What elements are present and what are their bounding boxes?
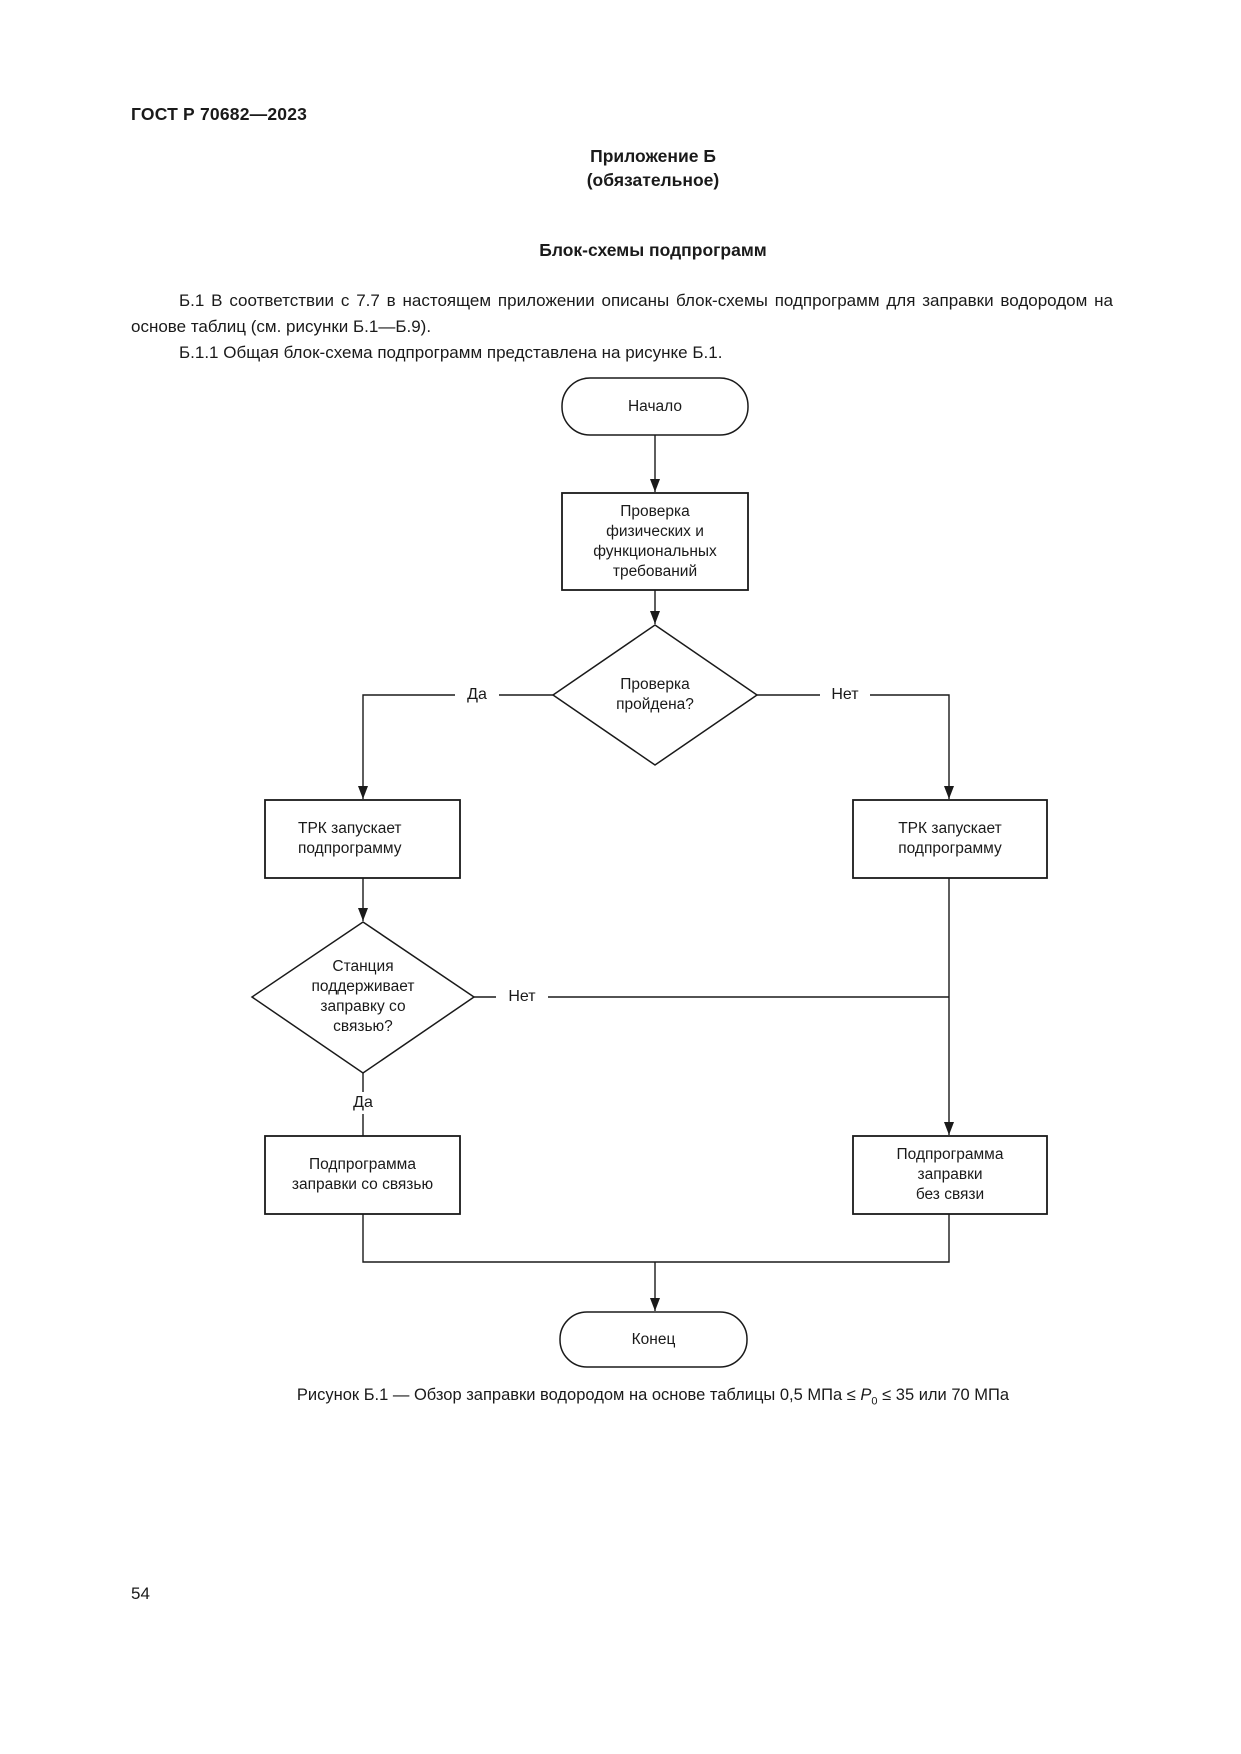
caption-text-suffix: ≤ 35 или 70 МПа (877, 1386, 1010, 1404)
edge-label-no-2: Нет (496, 986, 548, 1008)
edge-label-no-1: Нет (820, 684, 870, 706)
flowchart-nodes (250, 377, 1048, 1368)
section-heading: Блок-схемы подпрограмм (539, 240, 767, 260)
start-node-label: Начало (627, 397, 682, 415)
connector-yes-branch (358, 694, 553, 799)
end-node-shape (559, 1311, 748, 1368)
document-code: ГОСТ Р 70682—2023 (131, 104, 308, 124)
process-sub-without-comm-label: Подпрограмма заправки без связи (896, 1146, 1004, 1203)
figure-caption: Рисунок Б.1 — Обзор заправки водородом н… (60, 1386, 1241, 1407)
process-trk-right-label: ТРК запускает подпрограмму (898, 820, 1002, 857)
process-trk-right-shape (852, 799, 1048, 879)
process-sub-without-comm-shape (852, 1135, 1048, 1215)
process-check-requirements-shape (561, 492, 749, 591)
body-text: Б.1 В соответствии с 7.7 в настоящем при… (131, 288, 1113, 366)
process-sub-with-comm-shape (264, 1135, 461, 1215)
decision-check-passed-label: Проверка пройдена? (616, 676, 694, 713)
caption-pressure-subscript: 0 (871, 1395, 878, 1408)
decision-check-passed-shape (551, 624, 759, 766)
decision-station-supports-shape (250, 921, 476, 1074)
start-node-shape (561, 377, 749, 436)
paragraph-b1: Б.1 В соответствии с 7.7 в настоящем при… (131, 291, 1113, 336)
caption-text-prefix: Рисунок Б.1 — Обзор заправки водородом н… (296, 1386, 861, 1404)
decision-station-supports-label: Станция поддерживает заправку со связью? (311, 958, 415, 1035)
edge-label-yes-2: Да (341, 1092, 385, 1114)
end-node-label: Конец (631, 1330, 676, 1348)
process-check-requirements-label: Проверка физических и функциональных тре… (593, 502, 717, 580)
caption-pressure-symbol: P (860, 1386, 872, 1404)
appendix-title: Приложение Б (590, 146, 716, 166)
connector-no-branch (757, 694, 954, 799)
process-trk-left-shape (264, 799, 461, 879)
process-sub-with-comm-label: Подпрограмма заправки со связью (291, 1156, 434, 1193)
paragraph-b11: Б.1.1 Общая блок-схема подпрограмм предс… (179, 343, 723, 362)
edge-label-yes-1: Да (455, 684, 499, 706)
page-number: 54 (131, 1584, 150, 1603)
appendix-subtitle: (обязательное) (586, 170, 720, 190)
process-trk-left-label: ТРК запускает подпрограмму (298, 820, 402, 857)
connector-merge (362, 1214, 950, 1263)
